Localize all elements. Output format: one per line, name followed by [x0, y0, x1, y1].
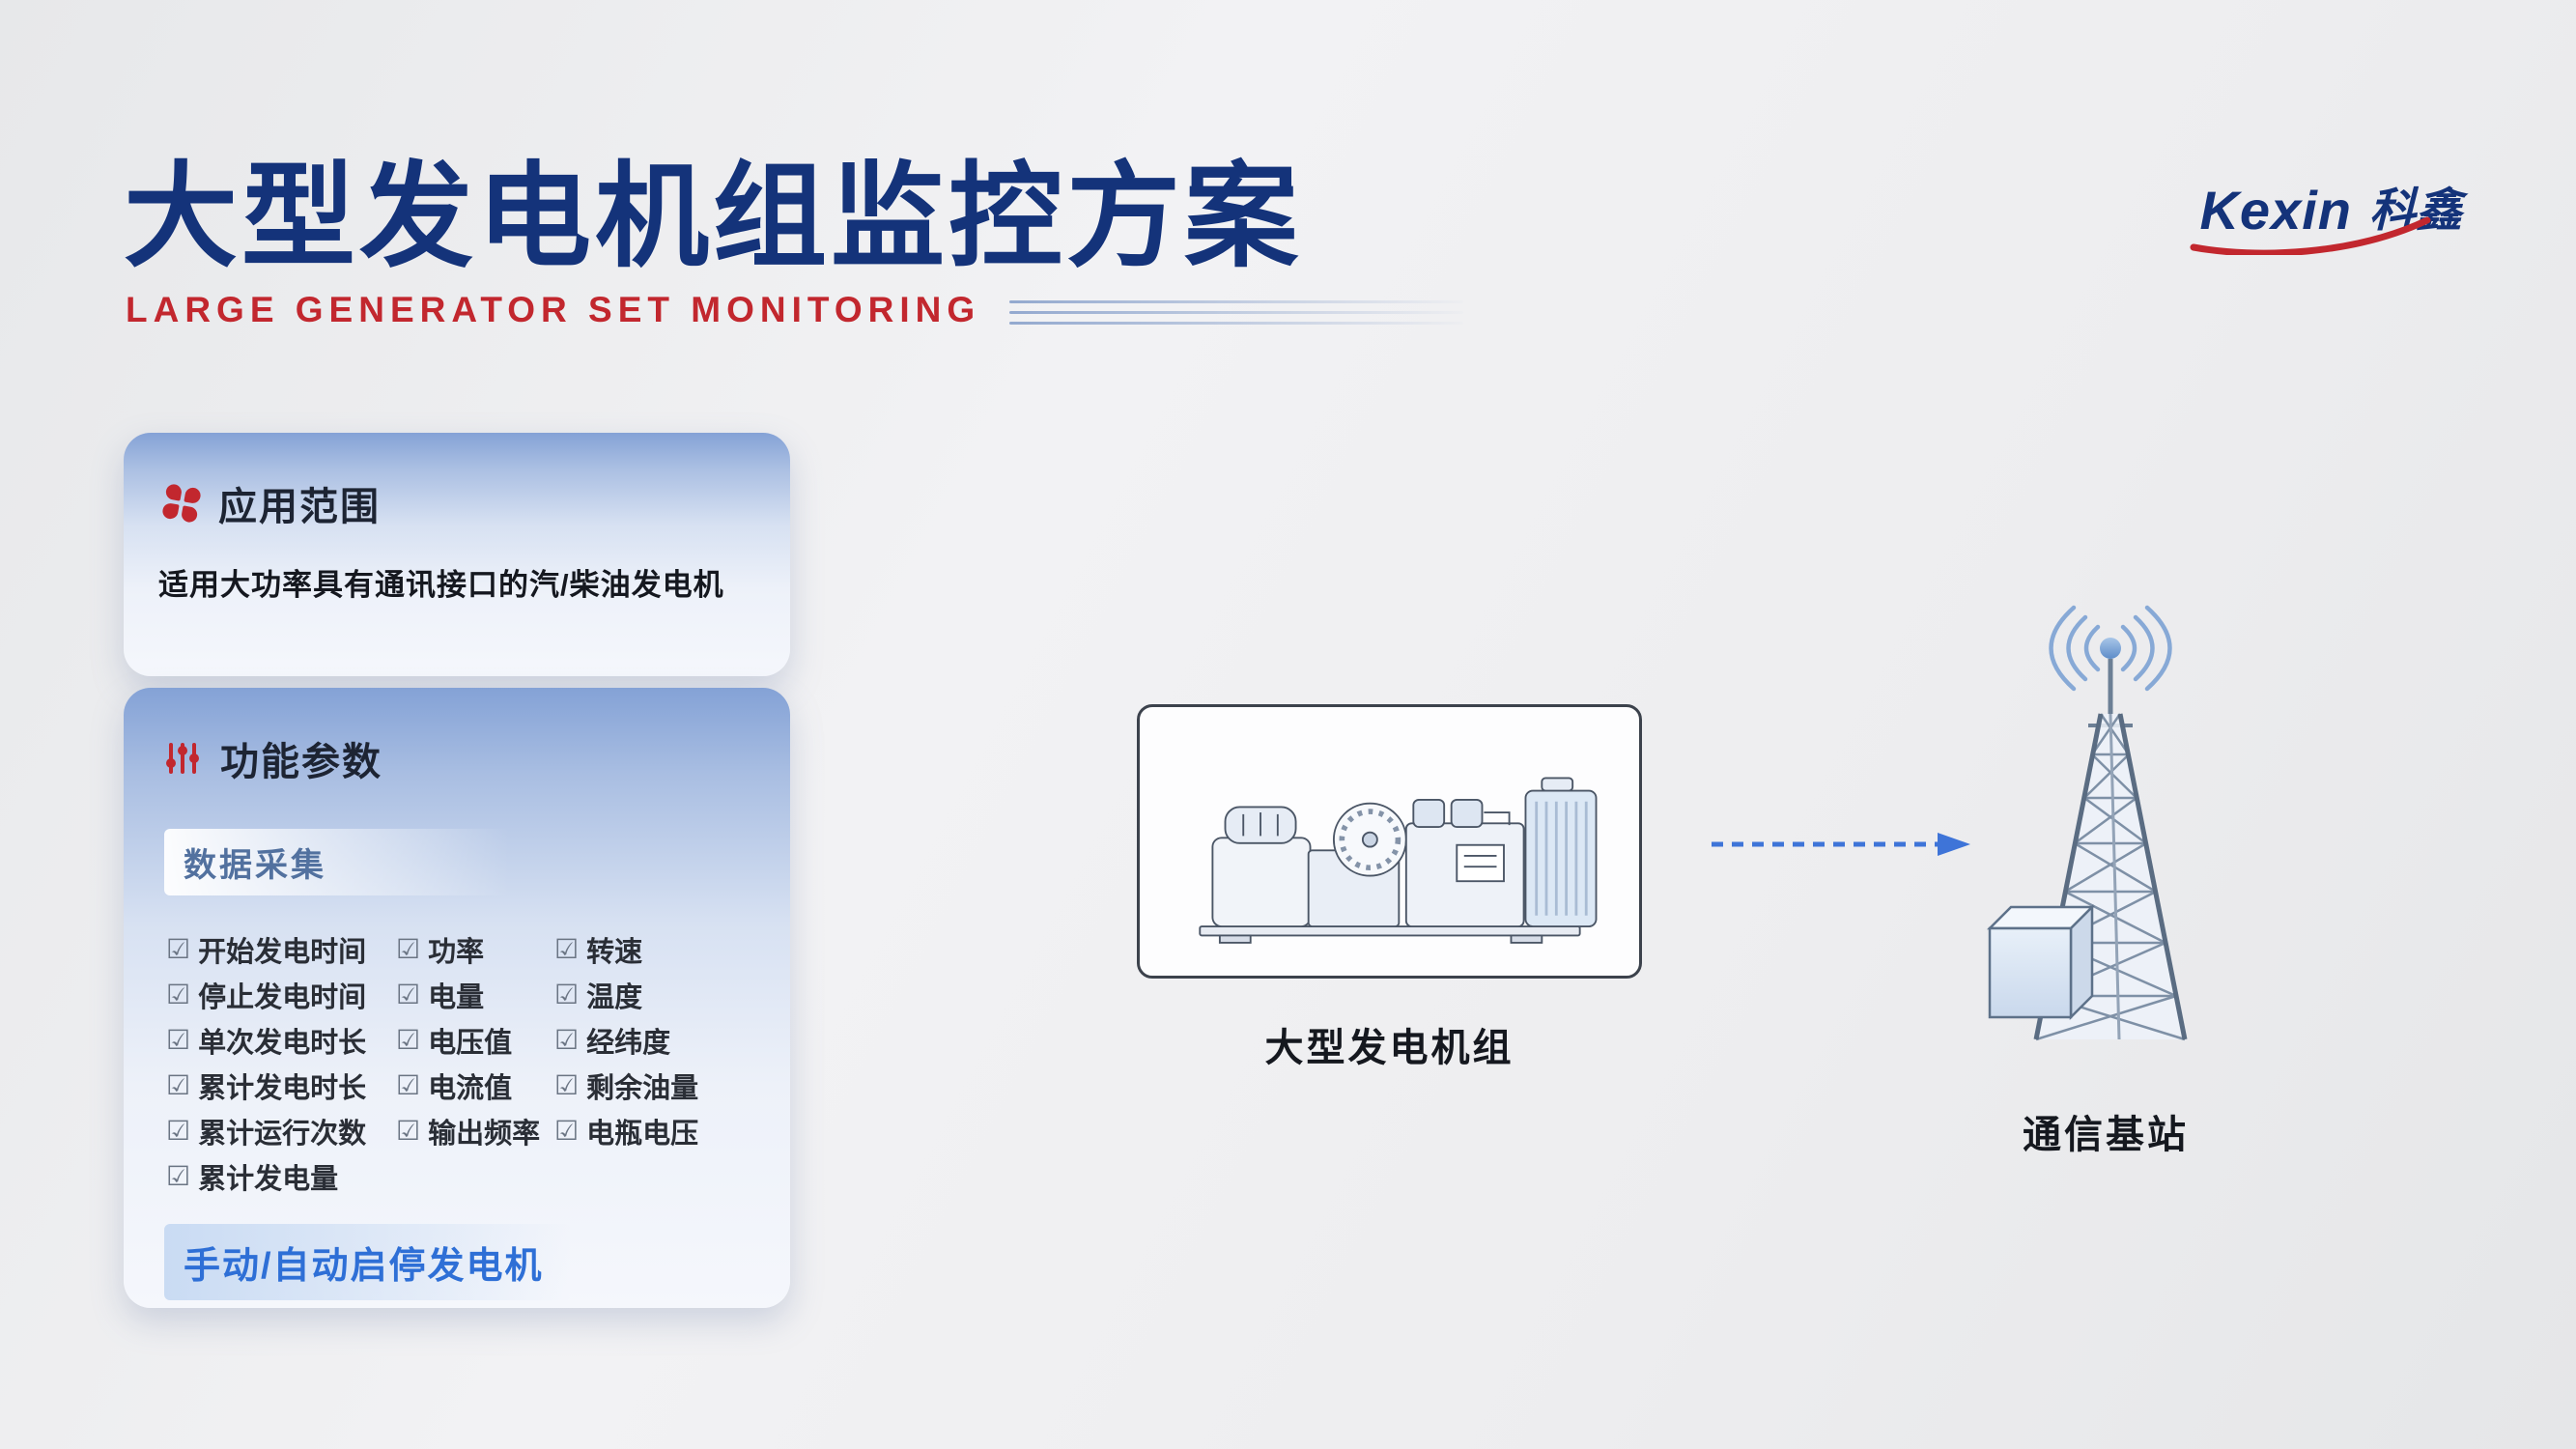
check-item-label: 累计运行次数	[198, 1118, 367, 1150]
check-column-2: ☑功率 ☑电量 ☑电压值 ☑电流值 ☑输出频率	[396, 926, 554, 1199]
generator-illustration	[1199, 777, 1598, 944]
check-item: ☑累计运行次数	[166, 1108, 396, 1153]
check-item-label: 功率	[428, 936, 485, 968]
check-item-label: 温度	[586, 981, 643, 1013]
sliders-icon	[166, 743, 199, 774]
check-item-label: 剩余油量	[586, 1072, 699, 1104]
check-item-label: 累计发电时长	[198, 1072, 367, 1104]
check-item-label: 电瓶电压	[586, 1118, 699, 1150]
application-card-title: 应用范围	[218, 486, 381, 528]
check-item: ☑经纬度	[554, 1017, 757, 1063]
checkbox-checked-icon: ☑	[396, 1070, 421, 1100]
manual-auto-control-label: 手动/自动启停发电机	[164, 1224, 571, 1300]
data-collection-label: 数据采集	[164, 829, 510, 895]
brand-logo: Kexin 科鑫	[2190, 172, 2462, 255]
function-card-header: 功能参数	[124, 688, 790, 786]
brand-logo-en: Kexin	[2190, 179, 2431, 255]
page-subtitle-row: LARGE GENERATOR SET MONITORING	[126, 290, 1464, 330]
check-item: ☑输出频率	[396, 1108, 554, 1153]
function-params-card: 功能参数 数据采集 ☑开始发电时间 ☑停止发电时间 ☑单次发电时长 ☑累计发电时…	[124, 688, 790, 1308]
checkbox-checked-icon: ☑	[166, 1025, 191, 1055]
check-item: ☑电量	[396, 972, 554, 1017]
checkbox-checked-icon: ☑	[396, 980, 421, 1009]
checkbox-checked-icon: ☑	[166, 1070, 191, 1100]
checkbox-checked-icon: ☑	[554, 1070, 580, 1100]
check-item-label: 累计发电量	[198, 1163, 339, 1195]
checkbox-checked-icon: ☑	[554, 934, 580, 964]
check-item: ☑开始发电时间	[166, 926, 396, 972]
application-card-header: 应用范围	[124, 433, 790, 531]
checkbox-checked-icon: ☑	[554, 1116, 580, 1146]
function-card-title: 功能参数	[220, 741, 382, 783]
check-item: ☑剩余油量	[554, 1063, 757, 1108]
check-item-label: 输出频率	[428, 1118, 541, 1150]
checkbox-checked-icon: ☑	[166, 1161, 191, 1191]
check-item: ☑温度	[554, 972, 757, 1017]
communication-tower-illustration	[1986, 605, 2188, 1041]
check-column-3: ☑转速 ☑温度 ☑经纬度 ☑剩余油量 ☑电瓶电压	[554, 926, 757, 1199]
checkbox-checked-icon: ☑	[554, 980, 580, 1009]
data-collection-grid: ☑开始发电时间 ☑停止发电时间 ☑单次发电时长 ☑累计发电时长 ☑累计运行次数 …	[166, 926, 790, 1199]
subtitle-decor-lines	[1009, 299, 1464, 325]
checkbox-checked-icon: ☑	[396, 1116, 421, 1146]
check-item: ☑转速	[554, 926, 757, 972]
check-item-label: 电量	[428, 981, 485, 1013]
check-item: ☑停止发电时间	[166, 972, 396, 1017]
check-column-1: ☑开始发电时间 ☑停止发电时间 ☑单次发电时长 ☑累计发电时长 ☑累计运行次数 …	[166, 926, 396, 1199]
check-item: ☑电压值	[396, 1017, 554, 1063]
check-item: ☑单次发电时长	[166, 1017, 396, 1063]
page-subtitle: LARGE GENERATOR SET MONITORING	[126, 290, 981, 329]
page-title: 大型发电机组监控方案	[124, 154, 1303, 281]
check-item-label: 电压值	[428, 1027, 513, 1059]
brand-logo-cn: 科鑫	[2368, 185, 2462, 237]
generator-label: 大型发电机组	[1264, 1027, 1514, 1069]
check-item: ☑累计发电时长	[166, 1063, 396, 1108]
application-card-body: 适用大功率具有通讯接口的汽/柴油发电机	[158, 568, 724, 602]
tower-label: 通信基站	[2023, 1114, 2189, 1156]
flow-arrow-icon	[1712, 833, 1970, 856]
checkbox-checked-icon: ☑	[396, 1025, 421, 1055]
check-item: ☑累计发电量	[166, 1153, 396, 1199]
check-item-label: 转速	[586, 936, 643, 968]
check-item-label: 停止发电时间	[198, 981, 367, 1013]
check-item-label: 电流值	[428, 1072, 513, 1104]
check-item-label: 单次发电时长	[198, 1027, 367, 1059]
check-item: ☑功率	[396, 926, 554, 972]
application-scope-card: 应用范围 适用大功率具有通讯接口的汽/柴油发电机	[124, 433, 790, 676]
checkbox-checked-icon: ☑	[166, 980, 191, 1009]
generator-image-frame	[1137, 704, 1642, 979]
checkbox-checked-icon: ☑	[166, 1116, 191, 1146]
check-item: ☑电流值	[396, 1063, 554, 1108]
clover-icon	[161, 483, 202, 524]
check-item-label: 经纬度	[586, 1027, 671, 1059]
checkbox-checked-icon: ☑	[554, 1025, 580, 1055]
check-item: ☑电瓶电压	[554, 1108, 757, 1153]
checkbox-checked-icon: ☑	[166, 934, 191, 964]
checkbox-checked-icon: ☑	[396, 934, 421, 964]
check-item-label: 开始发电时间	[198, 936, 367, 968]
